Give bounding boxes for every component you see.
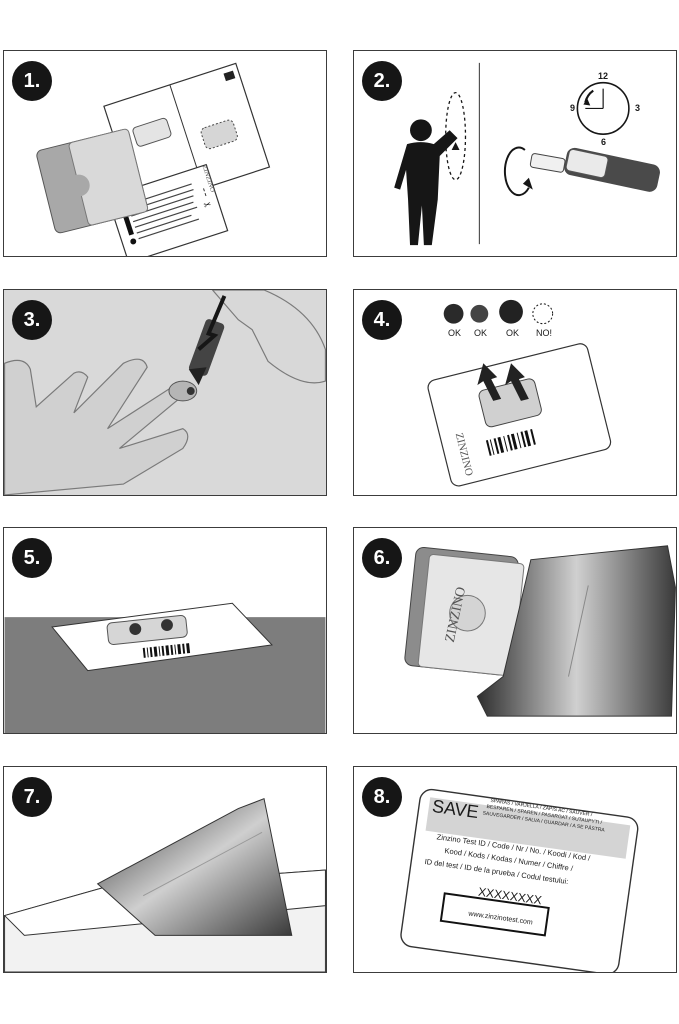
step-5-badge: 5. (12, 538, 52, 578)
step-1-badge: 1. (12, 61, 52, 101)
svg-text:✂: ✂ (202, 199, 213, 211)
clock-label-6: 6 (601, 137, 607, 147)
clock-label-3: 3 (635, 103, 641, 113)
clock-label-12: 12 (598, 71, 609, 81)
step-2-badge: 2. (362, 61, 402, 101)
step-8-panel: 8. SAVE SPARAS / VARJELLA / ZAPIS AC / S… (353, 766, 677, 973)
card-into-foil-bag-illustration: ZINZINO (404, 545, 676, 717)
save-card-background (400, 788, 639, 972)
step-7-badge: 7. (12, 777, 52, 817)
test-kit-unfolded-illustration: ZINZINO ✂ (36, 62, 271, 256)
bag-into-envelope-illustration (4, 798, 326, 972)
step-3-panel: 3. (3, 289, 327, 496)
step-1-panel: 1. ZINZINO ✂ (3, 50, 327, 257)
drop-label-1: OK (448, 328, 462, 338)
step-4-badge: 4. (362, 300, 402, 340)
step-5-panel: 5. (3, 527, 327, 734)
arm-swing-and-shake-illustration (394, 62, 660, 246)
step-2-panel: 2. 12 3 6 9 (353, 50, 677, 257)
step-4-panel: 4. ZINZINO OK OK OK NO! (353, 289, 677, 496)
step-7-panel: 7. (3, 766, 327, 973)
finger-prick-illustration (4, 290, 326, 495)
drop-label-3: OK (506, 328, 520, 338)
drop-label-4: NO! (536, 328, 553, 338)
drop-label-2: OK (474, 328, 488, 338)
step-3-badge: 3. (12, 300, 52, 340)
blood-drop-on-card-illustration: ZINZINO (427, 299, 612, 487)
step-8-badge: 8. (362, 777, 402, 817)
card-drying-on-table-illustration (4, 602, 326, 733)
step-6-badge: 6. (362, 538, 402, 578)
step-6-panel: 6. ZINZINO (353, 527, 677, 734)
clock-label-9: 9 (570, 103, 576, 113)
